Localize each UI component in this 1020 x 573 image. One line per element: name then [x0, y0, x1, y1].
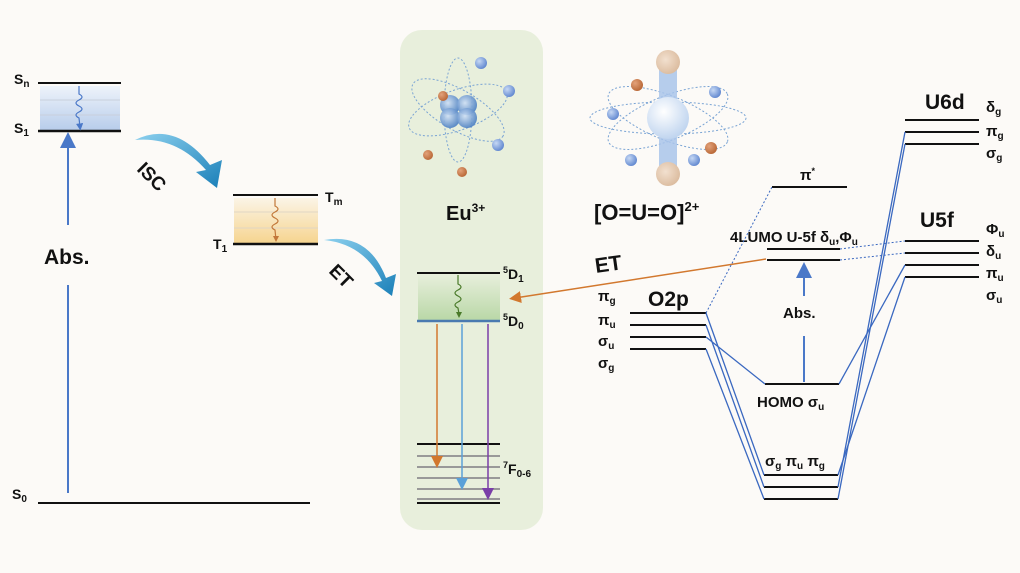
u5f-title: U5f [920, 209, 955, 232]
d-relaxation-arrow [454, 275, 462, 315]
mo-line [837, 143, 906, 500]
d-relaxation-arrowhead [456, 312, 462, 318]
uranyl-et-arrow [509, 258, 767, 304]
bonding-label: σg πu πg [765, 453, 825, 472]
mo-line [705, 312, 765, 476]
o2p-orbital-label: πu [598, 312, 616, 331]
isc-label: ISC [132, 159, 169, 196]
mo-line [705, 336, 766, 385]
t1-label: T1 [213, 236, 228, 255]
o2p-title: O2p [648, 288, 689, 311]
uranyl-panel: [O=U=O]2+ ET O2p πg πu σu σg π* 4LUMO U-… [509, 50, 1004, 500]
triplet-relaxation-arrowhead [273, 236, 279, 242]
u5f-orbital-label: δu [986, 243, 1001, 262]
mo-correlation-lines [705, 131, 906, 500]
isc-curved-arrow [135, 133, 222, 188]
lumo-label: 4LUMO U-5f δu,Φu [730, 229, 858, 248]
pi-star-correlation-line [705, 186, 773, 314]
ligand-et-label: ET [324, 261, 356, 293]
eu-ion-label: Eu3+ [446, 201, 485, 225]
mo-line [838, 264, 906, 385]
u5f-orbital-label: σu [986, 287, 1002, 306]
lumo-correlation-line [839, 240, 906, 250]
europium-panel: Eu3+ 5D1 5D0 7F0-6 [400, 30, 543, 530]
mo-line [705, 348, 765, 500]
singlet-relaxation-arrow [75, 86, 84, 131]
abs-label: Abs. [44, 246, 90, 269]
7f-label: 7F0-6 [503, 460, 531, 480]
o2p-orbital-label: πg [598, 288, 616, 307]
u6d-orbital-label: πg [986, 123, 1004, 142]
tm-label: Tm [325, 189, 343, 208]
u5f-orbital-label: πu [986, 265, 1004, 284]
lumo-correlation-line [839, 252, 906, 261]
mo-line [705, 324, 765, 488]
o2p-orbital-label: σu [598, 333, 614, 352]
s0-label: S0 [12, 486, 27, 505]
u6d-title: U6d [925, 91, 965, 114]
uranyl-abs-label: Abs. [783, 305, 816, 322]
sn-label: Sn [14, 71, 29, 90]
homo-label: HOMO σu [757, 394, 824, 413]
uranyl-ion-label: [O=U=O]2+ [594, 199, 700, 225]
et-curved-arrow [324, 238, 396, 296]
5d0-label: 5D0 [503, 312, 524, 332]
europium-atom-icon [408, 57, 515, 177]
uranyl-molecule-icon [589, 50, 747, 186]
ligand-energy-levels: Sn S1 S0 Abs. Tm T1 ISC ET [12, 71, 396, 505]
u6d-orbital-label: σg [986, 145, 1002, 164]
uranyl-et-label: ET [593, 251, 623, 278]
s1-label: S1 [14, 120, 29, 139]
u5f-orbital-label: Φu [986, 221, 1004, 240]
pi-star-label: π* [800, 166, 815, 184]
o2p-orbital-label: σg [598, 355, 614, 374]
u6d-orbital-label: δg [986, 99, 1001, 118]
5d1-label: 5D1 [503, 265, 524, 285]
triplet-relaxation-arrow [271, 198, 279, 241]
mo-line [837, 131, 906, 488]
